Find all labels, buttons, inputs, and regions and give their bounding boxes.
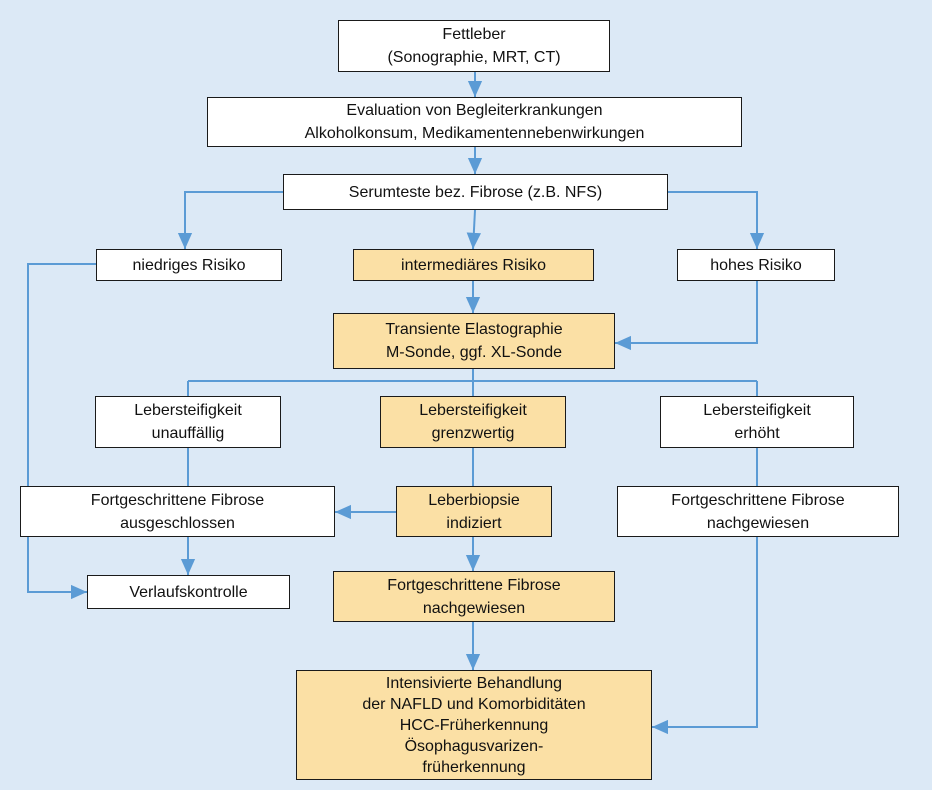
node-verlaufskontrolle: Verlaufskontrolle [87, 575, 290, 609]
node-lebersteifigkeit-erhoeht: Lebersteifigkeit erhöht [660, 396, 854, 448]
node-leberbiopsie-label: Leberbiopsie indiziert [428, 491, 520, 532]
node-behandlung: Intensivierte Behandlung der NAFLD und K… [296, 670, 652, 780]
node-lebersteifigkeit-grenzwertig-label: Lebersteifigkeit grenzwertig [419, 402, 527, 442]
node-transiente-elastographie: Transiente Elastographie M-Sonde, ggf. X… [333, 313, 615, 369]
node-lebersteifigkeit-erhoeht-label: Lebersteifigkeit erhöht [703, 402, 811, 442]
node-niedriges-risiko-label: niedriges Risiko [132, 256, 246, 274]
edge-serumteste-intermediaeres-risiko [466, 209, 482, 250]
node-fibrose-ausgeschlossen-label: Fortgeschrittene Fibrose ausgeschlossen [90, 491, 265, 532]
node-evaluation: Evaluation von Begleiterkrankungen Alkoh… [207, 97, 742, 147]
edge-fibrose-nachgewiesen-rechts-behandlung [652, 537, 758, 735]
node-serumteste-label: Serumteste bez. Fibrose (z.B. NFS) [348, 183, 603, 201]
edge-elastographie-split [187, 369, 758, 396]
node-intermediaeres-risiko: intermediäres Risiko [353, 249, 594, 281]
node-fettleber: Fettleber (Sonographie, MRT, CT) [338, 20, 610, 72]
edge-serumteste-hohes-risiko [668, 191, 765, 249]
node-verlaufskontrolle-label: Verlaufskontrolle [129, 583, 248, 601]
edge-hohes-risiko-elastographie [615, 281, 758, 351]
edge-niedriges-risiko-verlaufskontrolle [27, 263, 96, 600]
node-lebersteifigkeit-unauffaellig-label: Lebersteifigkeit unauffällig [134, 402, 242, 442]
node-fibrose-ausgeschlossen: Fortgeschrittene Fibrose ausgeschlossen [20, 486, 335, 537]
node-lebersteifigkeit-unauffaellig: Lebersteifigkeit unauffällig [95, 396, 281, 448]
edge-serumteste-niedriges-risiko [177, 191, 283, 249]
node-hohes-risiko-label: hohes Risiko [710, 256, 802, 274]
node-fibrose-nachgewiesen-rechts: Fortgeschrittene Fibrose nachgewiesen [617, 486, 899, 537]
node-hohes-risiko: hohes Risiko [677, 249, 835, 281]
node-niedriges-risiko: niedriges Risiko [96, 249, 282, 281]
node-fibrose-nachgewiesen-rechts-label: Fortgeschrittene Fibrose nachgewiesen [671, 491, 845, 532]
node-serumteste: Serumteste bez. Fibrose (z.B. NFS) [283, 174, 668, 210]
node-leberbiopsie: Leberbiopsie indiziert [396, 486, 552, 537]
node-evaluation-label: Evaluation von Begleiterkrankungen Alkoh… [304, 102, 645, 142]
node-fibrose-nachgewiesen-mitte: Fortgeschrittene Fibrose nachgewiesen [333, 571, 615, 622]
node-transiente-elastographie-label: Transiente Elastographie M-Sonde, ggf. X… [385, 321, 563, 361]
node-behandlung-label: Intensivierte Behandlung der NAFLD und K… [362, 674, 586, 776]
node-fibrose-nachgewiesen-mitte-label: Fortgeschrittene Fibrose nachgewiesen [387, 576, 561, 617]
node-lebersteifigkeit-grenzwertig: Lebersteifigkeit grenzwertig [380, 396, 566, 448]
node-intermediaeres-risiko-label: intermediäres Risiko [401, 256, 546, 274]
node-fettleber-label: Fettleber (Sonographie, MRT, CT) [387, 26, 561, 66]
